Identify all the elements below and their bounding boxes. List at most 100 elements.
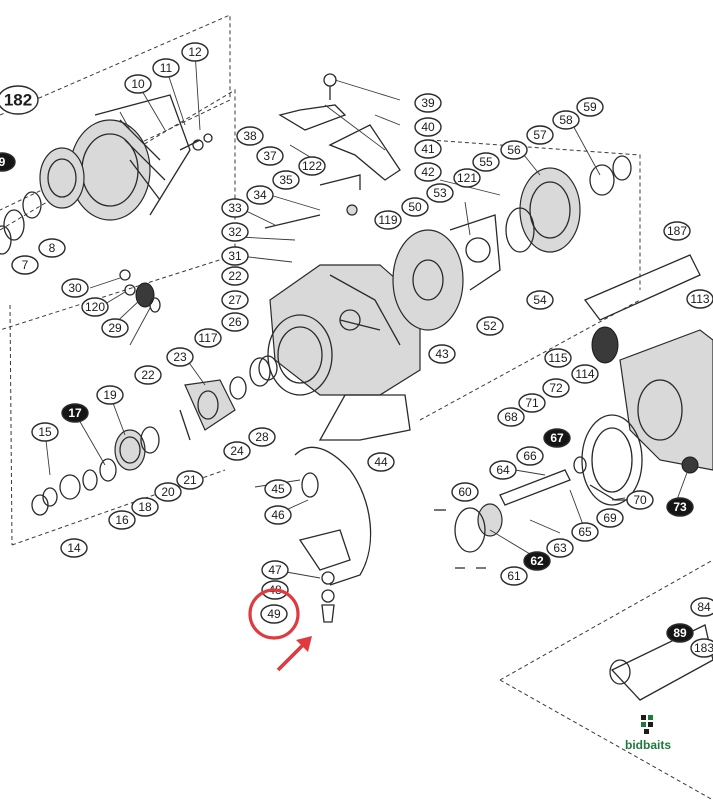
part-number: 24	[230, 444, 244, 458]
rotor-nut-stack	[31, 426, 160, 516]
part-callout-37: 37	[256, 146, 284, 166]
part-callout-12: 12	[181, 42, 209, 62]
drive-gear	[581, 414, 699, 506]
part-callout-117: 117	[194, 328, 222, 348]
roller-clutch-assembly	[179, 355, 278, 441]
part-number: 54	[533, 293, 547, 307]
part-number: 10	[131, 77, 145, 91]
gear-group-boundary	[429, 139, 641, 290]
part-callout-41: 41	[414, 139, 442, 159]
rotor-body	[267, 264, 421, 396]
part-callout-34: 34	[246, 185, 274, 205]
part-callout-67: 67	[543, 428, 571, 448]
part-number: 20	[161, 485, 175, 499]
part-callout-22: 22	[134, 365, 162, 385]
gear-plate	[392, 214, 501, 331]
part-number: 29	[108, 321, 122, 335]
part-number: 49	[267, 607, 281, 621]
part-number: 43	[435, 347, 449, 361]
part-number: 42	[421, 165, 435, 179]
part-number: 22	[141, 368, 155, 382]
part-callout-183: 183	[690, 638, 713, 658]
part-number: 57	[533, 128, 547, 142]
part-callout-35: 35	[272, 170, 300, 190]
part-number: 12	[188, 45, 202, 59]
part-number: 8	[49, 241, 56, 255]
highlight-arrow-head	[296, 636, 312, 652]
part-number: 47	[268, 563, 282, 577]
part-callout-59: 59	[576, 97, 604, 117]
part-callout-31: 31	[221, 246, 249, 266]
part-number: 46	[271, 508, 285, 522]
leader-lines	[44, 51, 689, 579]
part-callout-39: 39	[414, 93, 442, 113]
part-number: 59	[583, 100, 597, 114]
part-number: 56	[507, 143, 521, 157]
part-callout-10: 10	[124, 74, 152, 94]
part-callout-54: 54	[526, 290, 554, 310]
part-number: 121	[457, 171, 477, 185]
part-number: 68	[504, 410, 518, 424]
part-callout-70: 70	[626, 490, 654, 510]
part-callout-52: 52	[476, 316, 504, 336]
part-number: 32	[228, 225, 242, 239]
part-number: 61	[507, 569, 521, 583]
part-callout-55: 55	[472, 152, 500, 172]
part-number: 16	[115, 513, 129, 527]
spool-drag	[0, 147, 85, 255]
part-number: 60	[458, 485, 472, 499]
part-number: 41	[421, 142, 435, 156]
part-number: 14	[67, 541, 81, 555]
bidbaits-wordmark: bidbaits	[625, 738, 671, 752]
handle-bottom	[609, 624, 713, 701]
part-callout-66: 66	[516, 446, 544, 466]
part-number: 114	[575, 367, 594, 381]
part-callout-15: 15	[31, 422, 59, 442]
part-callout-44: 44	[367, 452, 395, 472]
part-callout-114: 114	[571, 364, 599, 384]
part-number: 183	[694, 641, 713, 655]
part-number: 52	[483, 319, 497, 333]
part-callout-8: 8	[38, 238, 66, 258]
part-number: 113	[690, 292, 709, 306]
part-callout-122: 122	[298, 156, 326, 176]
handle-side-frame	[583, 254, 713, 471]
part-callout-68: 68	[497, 407, 525, 427]
part-callout-50: 50	[401, 197, 429, 217]
part-number: 35	[279, 173, 293, 187]
part-number: 65	[578, 525, 592, 539]
part-callout-46: 46	[264, 505, 292, 525]
part-callout-65: 65	[571, 522, 599, 542]
part-number: 66	[523, 449, 537, 463]
part-callout-9: 9	[0, 152, 16, 172]
part-callout-22: 22	[221, 266, 249, 286]
part-number: 64	[496, 463, 510, 477]
part-callout-49: 49	[260, 604, 288, 624]
part-number: 70	[633, 493, 647, 507]
part-number: 18	[138, 500, 152, 514]
bail-arm	[264, 73, 401, 229]
part-callout-40: 40	[414, 117, 442, 137]
pinion-shaft	[454, 456, 587, 553]
part-callout-33: 33	[221, 198, 249, 218]
part-callout-30: 30	[61, 278, 89, 298]
part-callout-18: 18	[131, 497, 159, 517]
part-number: 39	[421, 96, 435, 110]
part-number: 117	[198, 331, 217, 345]
body-group-boundary	[9, 304, 226, 546]
part-callout-28: 28	[248, 427, 276, 447]
part-number: 30	[68, 281, 82, 295]
part-callout-72: 72	[542, 378, 570, 398]
part-callout-7: 7	[11, 255, 39, 275]
part-callout-20: 20	[154, 482, 182, 502]
part-number: 27	[228, 293, 242, 307]
part-callout-115: 115	[544, 348, 572, 368]
part-number: 26	[228, 315, 242, 329]
part-number: 31	[228, 249, 242, 263]
part-callout-187: 187	[663, 221, 691, 241]
part-callout-45: 45	[264, 479, 292, 499]
part-number: 33	[228, 201, 242, 215]
part-callout-63: 63	[546, 538, 574, 558]
